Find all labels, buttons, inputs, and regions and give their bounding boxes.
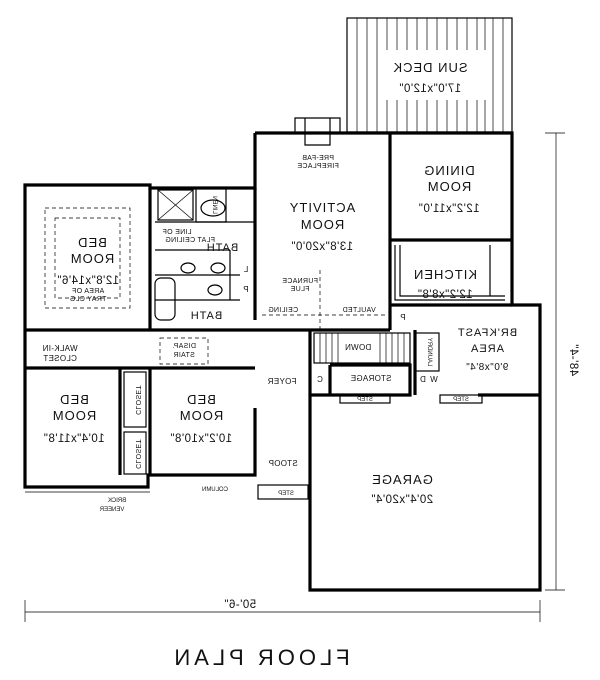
closet-left-box [123,371,147,428]
tray-ceiling-outer [44,207,131,309]
w-mark: W [430,375,438,384]
breakfast-label-2: AREA [470,343,504,355]
brick-label-1: BRICK [108,498,126,504]
closet-right-box [123,431,147,475]
sink-2 [210,262,226,274]
garage-label: GARAGE [371,472,433,487]
master-bed-size: 12'8"x14'6" [57,275,119,287]
exterior-wall [23,131,542,592]
activity-size: 13'8"x20'0" [291,241,353,253]
step-label-3: STEP [278,491,294,497]
line-of-label-2: FLAT CEILING [165,237,215,244]
bed-mid-label-1: BED [186,392,216,407]
tray-label-1: AREA OF [72,288,104,295]
furnace-label-2: FLUE [290,286,309,293]
interior-walls-right [388,133,512,330]
dimension-labels: 50'-6" 48'-4" [224,344,579,611]
bedroom-walls [25,188,255,475]
overall-width-label: 50'-6" [224,599,256,611]
step-label-2: STEP [453,397,469,403]
down-label: DOWN [345,343,372,352]
brick-label-2: VENEER [99,507,124,513]
master-bed-label-1: BED [77,235,107,250]
laundry-label: LAUNDRY [426,338,432,367]
annotation-labels: PRE-FAB FIREPLACE AREA OF TRAY CLG LINE … [42,155,468,513]
step-label-1: STEP [357,397,373,403]
garage-step-1 [339,394,391,404]
walls [23,17,542,592]
step-outline [257,484,309,500]
d-mark: D [420,375,426,384]
bath-label-1: BATH [206,242,239,254]
activity-label-2: ROOM [300,217,344,232]
activity-room-walls [253,188,390,395]
sun-deck-label: SUN DECK [392,60,467,75]
fireplace-label-1: PRE-FAB [302,155,334,162]
disappearing-stair-outline [159,337,209,365]
bed-left-size: 10'4"x11'8" [43,433,104,445]
kitchen-label: KITCHEN [413,267,477,282]
dimension-lines [24,132,565,622]
stairs-down [313,332,411,364]
stoop-label: STOOP [268,459,297,468]
breakfast-label-1: BR'KFAST [457,327,517,339]
linen-label: LINEN [211,196,217,214]
bed-mid-size: 10'2"x10'8" [170,433,232,445]
activity-label-1: ACTIVITY [289,200,356,215]
room-labels: SUN DECK 17'0"x12'0" DINING ROOM 12'2"x1… [43,60,517,506]
sun-deck-boards [356,18,504,132]
toilet [207,284,223,296]
kitchen-counter [394,245,505,301]
bed-left-label-1: BED [59,392,89,407]
garage-size: 20'4"x20'4" [371,494,433,506]
vaulted-label: VAULTED [342,307,375,314]
overall-depth-label: 48'-4" [567,344,579,376]
tub-oval [200,199,226,217]
foyer-label: FOYER [267,377,296,386]
p-mark-1: P [243,285,248,294]
tray-label-2: TRAY CLG [70,296,107,303]
ceiling-label: CEILING [268,307,298,314]
closet-label-1: CLOSET [134,385,141,415]
storage-label: STORAGE [350,374,391,383]
disap-label-2: STAIR [173,352,195,359]
laundry-box [414,332,440,372]
sun-deck-size: 17'0"x12'0" [399,83,461,95]
column-label: COLUMN [202,487,228,493]
dining-size: 12'2"x11'0" [418,203,479,215]
garage-step-2 [439,394,483,404]
sink-1 [180,262,196,274]
bathtub [154,277,176,321]
bath-label-2: BATH [190,310,223,322]
kitchen-size: 12'2"x8'8" [417,289,472,301]
closet-label-2: CLOSET [134,439,141,469]
furnace-label-1: FURNACE [282,278,318,285]
bed-left-label-2: ROOM [52,408,96,423]
walkin-label-2: CLOSET [43,354,77,363]
shower [157,189,194,221]
sun-deck-outline [346,17,513,133]
disap-label-1: DISAP. [172,343,196,350]
c-mark: C [317,375,323,384]
bed-mid-label-2: ROOM [179,408,223,423]
breakfast-size: 9'0"x8'4" [466,362,509,373]
fireplace-label-2: FIREPLACE [297,163,339,170]
plan-title: FLOOR PLAN [170,645,349,670]
walkin-label-1: WALK-IN [42,344,77,353]
linen-box [195,187,227,223]
p-mark-2: P [400,313,405,322]
tray-ceiling-inner [54,217,121,299]
dining-label-2: ROOM [427,179,471,194]
master-bed-label-2: ROOM [70,251,114,266]
fireplace-shape [294,117,341,146]
l-mark: L [243,265,248,274]
dining-label-1: DINING [423,163,475,178]
line-of-label-1: LINE OF [162,229,191,236]
